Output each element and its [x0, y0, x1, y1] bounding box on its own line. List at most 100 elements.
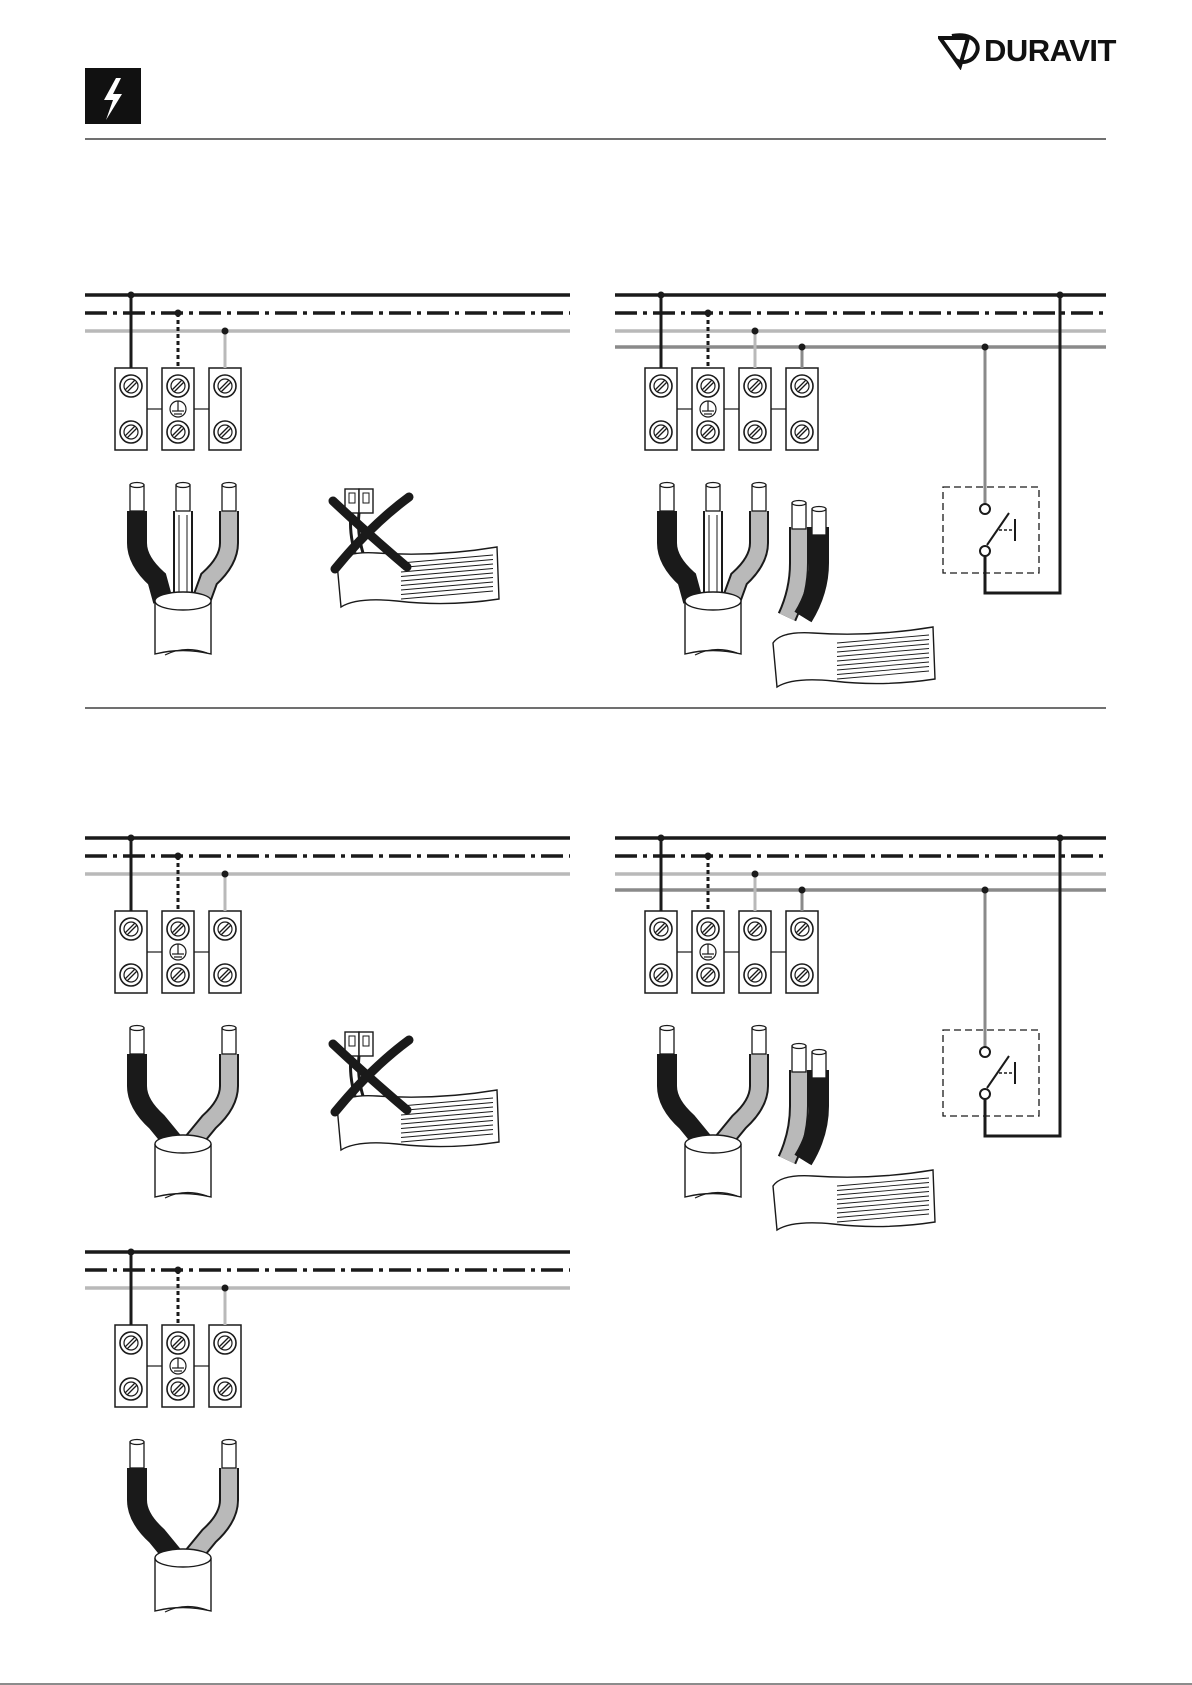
junction-dot	[982, 887, 989, 894]
switch-return-wire	[985, 838, 1060, 1136]
cable-icon	[660, 483, 766, 656]
cable-core-neutral-tip	[222, 1442, 236, 1468]
junction-dot	[658, 292, 665, 299]
terminal-block-icon	[115, 292, 241, 451]
terminal-block-icon	[115, 835, 241, 994]
switch-lever	[987, 513, 1009, 545]
switch-icon	[943, 292, 1064, 594]
cable-core-neutral-tip	[752, 1028, 766, 1054]
ribbon-cable-icon	[333, 1032, 499, 1150]
cable-icon	[660, 1026, 766, 1199]
switch-contact	[980, 1089, 990, 1099]
screw-head	[120, 964, 142, 986]
wire-tip-end	[130, 483, 144, 488]
earth-ground-icon	[170, 944, 186, 960]
cable-core-neutral-tip	[222, 485, 236, 511]
junction-dot	[982, 344, 989, 351]
screw-head	[744, 918, 766, 940]
cable-core-neutral-tip	[752, 485, 766, 511]
ribbon-body	[773, 1170, 935, 1230]
wire-tip-end	[130, 1440, 144, 1445]
junction-dot	[175, 310, 182, 317]
switch-return-wire	[985, 295, 1060, 593]
wire-tip-end	[222, 1440, 236, 1445]
switch-enclosure	[943, 487, 1039, 573]
wire-tip-end	[222, 483, 236, 488]
cable-sheath-top	[685, 1135, 741, 1153]
switch-icon	[943, 835, 1064, 1137]
screw-head	[650, 421, 672, 443]
earth-ground-icon	[170, 1358, 186, 1374]
cable-core-neutral	[721, 1054, 759, 1144]
junction-dot	[128, 835, 135, 842]
junction-dot	[658, 835, 665, 842]
terminal-block-icon	[645, 292, 818, 451]
screw-head	[167, 918, 189, 940]
junction-dot	[705, 853, 712, 860]
cable-core-phase	[137, 1054, 175, 1144]
cable-icon	[130, 1440, 236, 1613]
screw-head	[120, 918, 142, 940]
screw-head	[791, 964, 813, 986]
cable-sheath-top	[155, 1549, 211, 1567]
wire-tip-end	[792, 501, 806, 506]
wire-tip-end	[222, 1026, 236, 1031]
ribbon-cable-icon	[333, 489, 499, 607]
wire-tip-end	[792, 1044, 806, 1049]
screw-head	[744, 421, 766, 443]
wiring-diagram-four-wire-switched	[615, 292, 1106, 688]
junction-dot	[128, 1249, 135, 1256]
junction-dot	[222, 328, 229, 335]
ribbon-core-tip	[812, 1052, 826, 1078]
cable-sheath-top	[685, 592, 741, 610]
terminal-block-icon	[645, 835, 818, 994]
cable-sheath-top	[155, 1135, 211, 1153]
wire-tip-end	[660, 483, 674, 488]
cable-sheath-top	[155, 592, 211, 610]
earth-ground-icon	[700, 944, 716, 960]
screw-head	[214, 918, 236, 940]
cable-core-phase	[667, 1054, 705, 1144]
cable-core-phase-tip	[130, 1028, 144, 1054]
ribbon-body	[773, 627, 935, 687]
cable-core-phase	[137, 1468, 175, 1558]
screw-head	[167, 421, 189, 443]
screw-head	[650, 375, 672, 397]
ribbon-core-tip	[792, 503, 806, 529]
switch-enclosure	[943, 1030, 1039, 1116]
terminal-block-icon	[115, 1249, 241, 1408]
screw-head	[697, 421, 719, 443]
junction-dot	[799, 887, 806, 894]
cable-core-neutral-tip	[222, 1028, 236, 1054]
screw-head	[120, 421, 142, 443]
wire-tip-end	[130, 1026, 144, 1031]
screw-head	[167, 375, 189, 397]
cable-icon	[130, 1026, 236, 1199]
junction-dot	[752, 328, 759, 335]
cable-core-phase-tip	[660, 1028, 674, 1054]
cable-core-earth-tip	[176, 485, 190, 511]
screw-head	[167, 1332, 189, 1354]
wiring-diagram-two-wire-switched	[615, 835, 1106, 1231]
screw-head	[120, 1332, 142, 1354]
ribbon-cable-icon	[773, 1044, 935, 1231]
screw-head	[697, 375, 719, 397]
junction-dot	[222, 1285, 229, 1292]
screw-head	[214, 964, 236, 986]
screw-head	[697, 964, 719, 986]
screw-head	[744, 964, 766, 986]
wiring-diagram-two-wire-only	[85, 1249, 570, 1613]
cable-core-neutral	[191, 1468, 229, 1558]
cable-core-phase-tip	[130, 1442, 144, 1468]
cable-icon	[130, 483, 236, 656]
wire-tip-end	[176, 483, 190, 488]
switch-contact	[980, 546, 990, 556]
cable-core-phase-tip	[130, 485, 144, 511]
wire-tip-end	[752, 483, 766, 488]
screw-head	[697, 918, 719, 940]
wire-tip-end	[706, 483, 720, 488]
wire-tip-end	[812, 1050, 826, 1055]
screw-head	[167, 964, 189, 986]
ribbon-cable-icon	[773, 501, 935, 688]
